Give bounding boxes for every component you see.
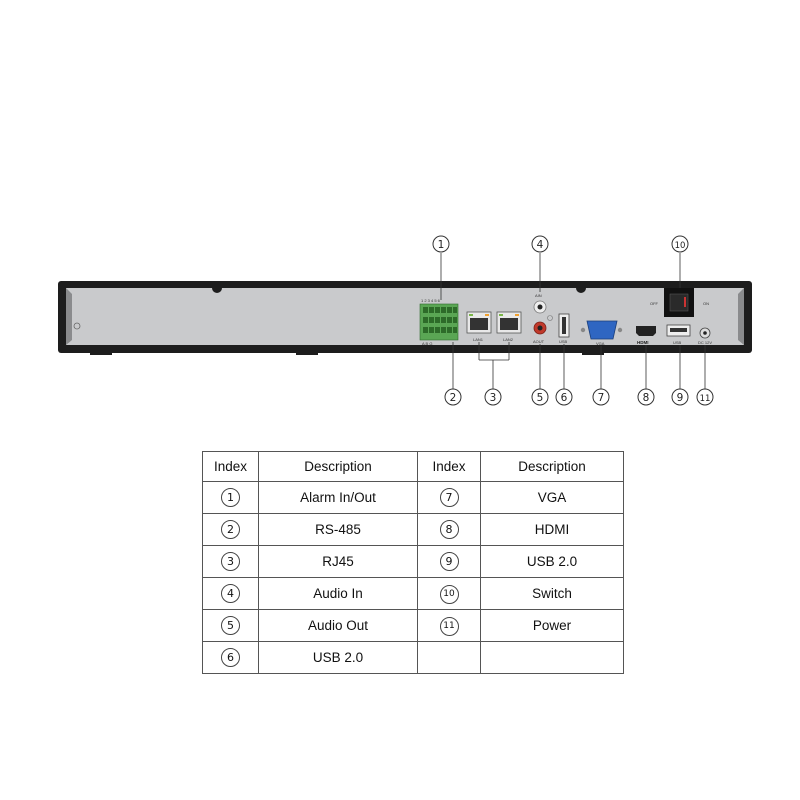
lan2-label: LAN2 (503, 337, 514, 342)
dc-power-jack[interactable]: DC 12V (698, 327, 712, 345)
audio-out-port[interactable]: AOUT (533, 321, 547, 344)
index-cell: 3 (202, 545, 259, 578)
description-cell: Alarm In/Out (258, 481, 418, 514)
description-cell (480, 641, 624, 674)
power-label: DC 12V (698, 340, 712, 345)
table-row: 5 Audio Out 11 Power (202, 609, 624, 642)
svg-text:7: 7 (598, 392, 605, 404)
usb-front-label: USB (559, 339, 568, 344)
svg-text:3: 3 (490, 392, 497, 404)
callout-2: 2 (444, 388, 462, 406)
index-cell: 1 (202, 481, 259, 514)
table-row: 3 RJ45 9 USB 2.0 (202, 545, 624, 578)
device-chassis (58, 281, 752, 355)
header-index: Index (417, 451, 481, 482)
callout-9: 9 (671, 388, 689, 406)
svg-text:6: 6 (561, 392, 568, 404)
index-cell: 7 (417, 481, 481, 514)
svg-text:10: 10 (675, 241, 686, 251)
table-row: 4 Audio In 10 Switch (202, 577, 624, 610)
audio-out-label: AOUT (533, 339, 545, 344)
svg-text:8: 8 (643, 392, 650, 404)
svg-text:2: 2 (450, 392, 457, 404)
header-description: Description (258, 451, 418, 482)
description-cell: Audio In (258, 577, 418, 610)
description-cell: HDMI (480, 513, 624, 546)
alarm-terminal-block[interactable]: 1 2 3 4 5 6 A B G (419, 298, 459, 346)
index-cell: 6 (202, 641, 259, 674)
description-cell: Power (480, 609, 624, 642)
usb-port-rear[interactable]: USB (666, 324, 691, 345)
index-cell: 10 (417, 577, 481, 610)
description-cell: Audio Out (258, 609, 418, 642)
description-cell: USB 2.0 (480, 545, 624, 578)
index-cell: 5 (202, 609, 259, 642)
callout-5: 5 (531, 388, 549, 406)
callout-4: 4 (531, 235, 549, 253)
index-cell: 4 (202, 577, 259, 610)
callout-8: 8 (637, 388, 655, 406)
callout-7: 7 (592, 388, 610, 406)
description-cell: VGA (480, 481, 624, 514)
callout-11: 11 (696, 388, 714, 406)
ground-screw-icon (73, 322, 81, 330)
hdmi-label: HDMI (637, 340, 649, 345)
callout-6: 6 (555, 388, 573, 406)
table-row: 1 Alarm In/Out 7 VGA (202, 481, 624, 514)
table-row: 6 USB 2.0 (202, 641, 624, 674)
description-cell: USB 2.0 (258, 641, 418, 674)
vga-label: VGA (596, 341, 605, 346)
callout-1: 1 (432, 235, 450, 253)
index-cell: 2 (202, 513, 259, 546)
description-cell: RJ45 (258, 545, 418, 578)
hdmi-port[interactable]: HDMI (636, 326, 656, 345)
description-cell: Switch (480, 577, 624, 610)
usb-rear-label: USB (673, 340, 682, 345)
index-cell: 11 (417, 609, 481, 642)
header-index: Index (202, 451, 259, 482)
alarm-header-label: 1 2 3 4 5 6 (421, 298, 441, 303)
switch-on-label: ON (703, 301, 709, 306)
svg-text:11: 11 (700, 394, 711, 404)
audio-in-label: AIN (535, 293, 542, 298)
usb-port-front[interactable]: USB (558, 313, 570, 344)
svg-text:1: 1 (438, 239, 445, 251)
index-cell: 9 (417, 545, 481, 578)
alarm-footer-label: A B G (422, 341, 432, 346)
svg-text:4: 4 (537, 239, 544, 251)
index-cell: 8 (417, 513, 481, 546)
nvr-rear-panel-diagram: 1 2 3 4 5 6 A B G LAN1 LAN2 AIN AOUT USB… (58, 235, 752, 406)
lan1-port[interactable]: LAN1 (466, 311, 492, 342)
description-cell: RS-485 (258, 513, 418, 546)
audio-in-port[interactable]: AIN (533, 293, 547, 314)
callout-10: 10 (671, 235, 689, 253)
switch-off-label: OFF (650, 301, 659, 306)
leader-lines (440, 253, 706, 389)
index-cell (417, 641, 481, 674)
screw-icon (547, 315, 553, 321)
svg-text:9: 9 (677, 392, 684, 404)
table-row: 2 RS-485 8 HDMI (202, 513, 624, 546)
lan2-port[interactable]: LAN2 (496, 311, 522, 342)
index-description-table: Index Description Index Description 1 Al… (202, 451, 624, 674)
power-switch[interactable]: OFF ON (650, 288, 709, 317)
svg-text:5: 5 (537, 392, 544, 404)
lan1-label: LAN1 (473, 337, 484, 342)
table-header-row: Index Description Index Description (202, 451, 624, 482)
callout-3: 3 (484, 388, 502, 406)
header-description: Description (480, 451, 624, 482)
vga-port[interactable]: VGA (580, 320, 623, 346)
